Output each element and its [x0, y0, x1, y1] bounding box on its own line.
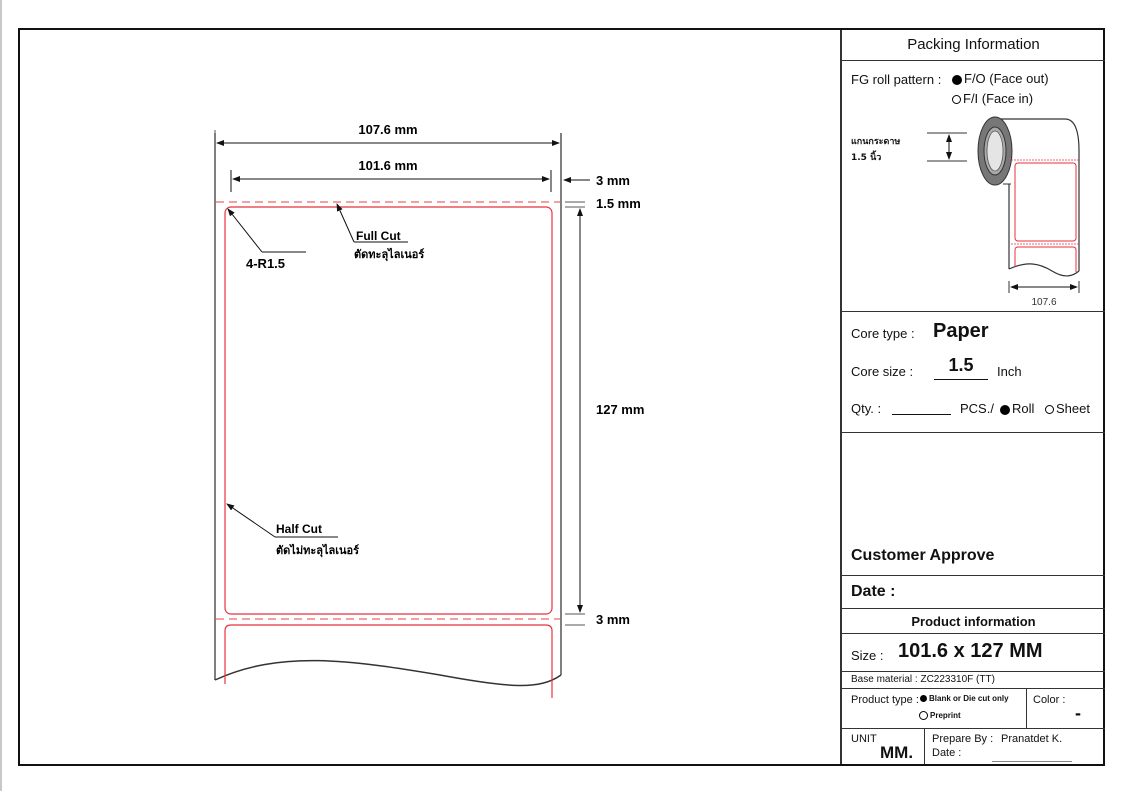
radio-selected-icon [952, 74, 962, 85]
window-edge [0, 0, 2, 791]
option-sheet[interactable]: Sheet [1045, 401, 1090, 416]
label-width-text: 101.6 mm [358, 158, 417, 173]
next-label-shape [224, 624, 553, 698]
core-size-value: 1.5 [948, 355, 974, 375]
qty-field[interactable] [892, 414, 951, 415]
divider [1026, 689, 1027, 729]
side-margin-text: 3 mm [596, 173, 630, 188]
radio-unselected-icon [952, 95, 961, 105]
corner-radius-text: 4-R1.5 [246, 256, 285, 271]
base-material-row: Base material : ZC223310F (TT) [842, 672, 1105, 689]
customer-approve-section: Customer Approve [842, 433, 1105, 576]
unit-value: MM. [880, 743, 914, 762]
roll-illustration: 107.6 [927, 116, 1080, 308]
packing-section: FG roll pattern : F/O (Face out) F/I (Fa… [842, 61, 1105, 312]
unit-row: UNIT MM. Prepare By : Pranatdet K. Date … [842, 729, 1105, 764]
core-type-value: Paper [933, 320, 989, 342]
packing-header: Packing Information [842, 30, 1105, 61]
prepare-date-field[interactable] [992, 761, 1072, 762]
roll-pattern-label: FG roll pattern : [851, 72, 942, 87]
color-label: Color : [1033, 694, 1066, 706]
color-value: - [1075, 703, 1081, 723]
option-face-in[interactable]: F/I (Face in) [952, 91, 1033, 106]
packing-title: Packing Information [907, 36, 1040, 53]
radio-selected-icon [1000, 404, 1010, 415]
core-thai-line2: 1.5 นิ้ว [851, 153, 882, 163]
divider [924, 729, 925, 764]
half-cut-leader [226, 503, 276, 538]
drawing-sheet: 107.6 mm 101.6 mm 3 mm 1.5 mm 127 mm 3 m… [18, 28, 1105, 766]
product-type-label: Product type : [851, 694, 919, 706]
roll-width-text: 107.6 [1031, 297, 1056, 308]
core-size-label: Core size : [851, 364, 914, 379]
qty-label: Qty. : [851, 401, 882, 416]
base-material-text: Base material : ZC223310F (TT) [851, 674, 995, 685]
info-panel: Packing Information FG roll pattern : F/… [840, 30, 1105, 764]
size-row: Size : 101.6 x 127 MM [842, 634, 1105, 672]
radio-unselected-icon [1045, 405, 1054, 415]
prepare-date-label: Date : [932, 747, 962, 759]
approve-date-label: Date : [851, 583, 896, 600]
customer-approve-title: Customer Approve [851, 547, 995, 564]
top-margin-text: 1.5 mm [596, 196, 641, 211]
pcs-label: PCS./ [960, 401, 994, 416]
gap-text: 3 mm [596, 612, 630, 627]
half-cut-thai-text: ตัดไม่ทะลุไลเนอร์ [276, 543, 359, 558]
label-shape [224, 206, 553, 615]
core-thai-line1: แกนกระดาษ [851, 137, 901, 147]
option-roll[interactable]: Roll [1000, 401, 1034, 416]
half-cut-text: Half Cut [276, 522, 322, 536]
prepare-by-value: Pranatdet K. [1001, 733, 1063, 745]
product-type-row: Product type : Blank or Die cut only Pre… [842, 689, 1105, 729]
full-cut-leader [336, 203, 355, 243]
full-cut-text: Full Cut [356, 229, 401, 243]
approve-date-row: Date : [842, 576, 1105, 609]
overall-width-text: 107.6 mm [358, 122, 417, 137]
size-label: Size : [851, 648, 884, 663]
size-value: 101.6 x 127 MM [898, 640, 1043, 662]
product-header: Product information [842, 609, 1105, 634]
core-section: Core type : Paper Core size : 1.5 Inch Q… [842, 312, 1105, 433]
core-type-label: Core type : [851, 326, 915, 341]
product-title: Product information [911, 614, 1036, 629]
option-preprint[interactable]: Preprint [919, 711, 961, 721]
option-blank-die-cut[interactable]: Blank or Die cut only [920, 694, 1009, 703]
core-size-underline [934, 379, 988, 380]
unit-label: UNIT [851, 733, 877, 745]
label-drawing: 107.6 mm 101.6 mm 3 mm 1.5 mm 127 mm 3 m… [214, 122, 644, 698]
radio-unselected-icon [919, 711, 928, 721]
label-height-text: 127 mm [596, 402, 644, 417]
option-face-out[interactable]: F/O (Face out) [952, 71, 1049, 86]
radio-selected-icon [920, 695, 927, 703]
liner-outline [214, 133, 562, 687]
corner-radius-leader [227, 208, 263, 253]
core-size-unit: Inch [997, 364, 1022, 379]
prepare-by-label: Prepare By : [932, 733, 994, 745]
full-cut-thai-text: ตัดทะลุไลเนอร์ [354, 247, 424, 262]
